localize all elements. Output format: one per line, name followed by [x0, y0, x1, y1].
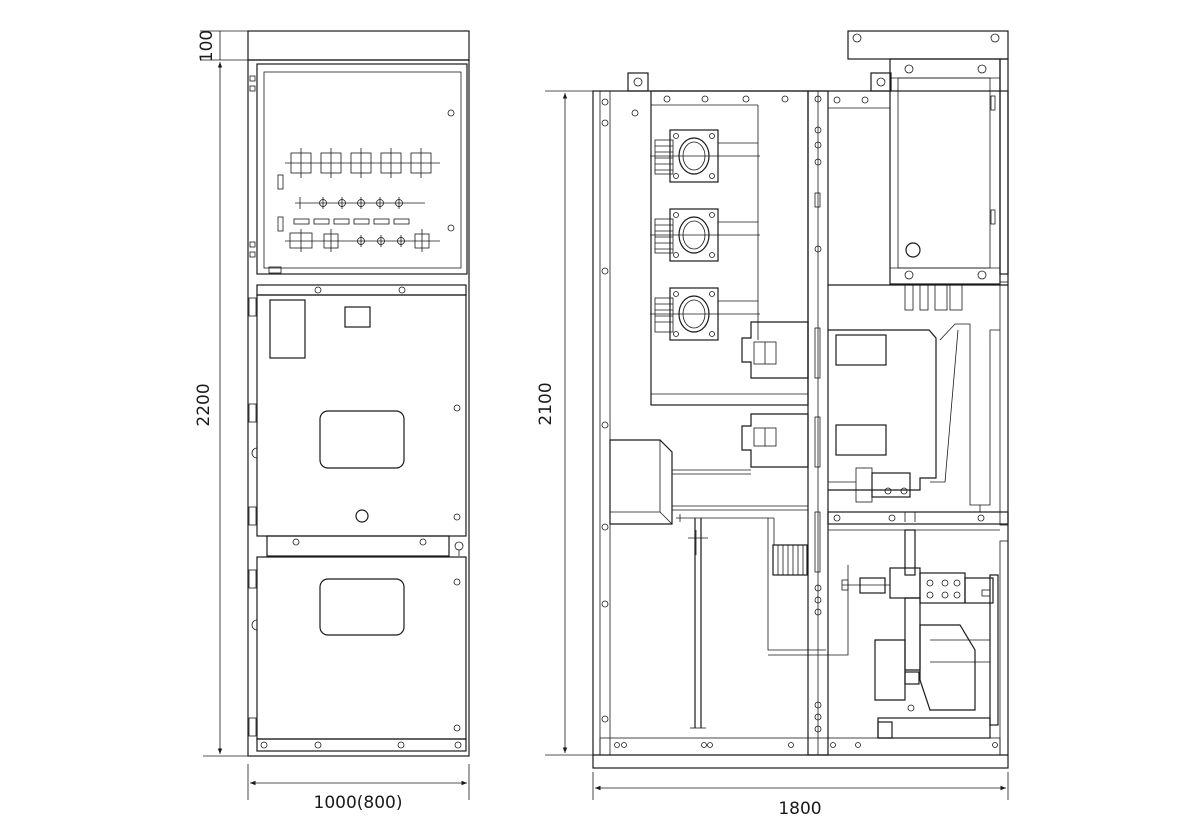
cabinet-outline [247, 59, 470, 757]
lower-spout [741, 413, 809, 468]
side-view: 2100 1800 [536, 30, 1009, 819]
lv-box [889, 58, 1009, 285]
breaker-door [248, 284, 467, 537]
front-view: 100 2200 1000(800) [194, 30, 470, 813]
current-transformer [609, 439, 808, 525]
side-dim-width-label: 1800 [778, 799, 821, 819]
instrument-door [249, 63, 468, 275]
front-dimensions [200, 30, 470, 800]
side-dim-height-label: 2100 [536, 382, 556, 425]
earthing-switch [841, 529, 999, 739]
dim-width-label: 1000(800) [314, 793, 403, 813]
cable-bracket [676, 514, 849, 729]
bushing-2 [650, 208, 760, 262]
upper-spout [741, 321, 809, 379]
cable-door [248, 556, 467, 752]
bushing-3 [650, 287, 760, 341]
side-outline [592, 90, 1009, 769]
dim-height-label: 2200 [194, 383, 214, 426]
top-cap [247, 30, 470, 61]
side-dimensions [545, 90, 1009, 800]
middle-strip [266, 535, 464, 557]
circuit-breaker [828, 284, 1000, 506]
dim-top-label: 100 [197, 30, 217, 62]
bushing-1 [650, 129, 760, 183]
